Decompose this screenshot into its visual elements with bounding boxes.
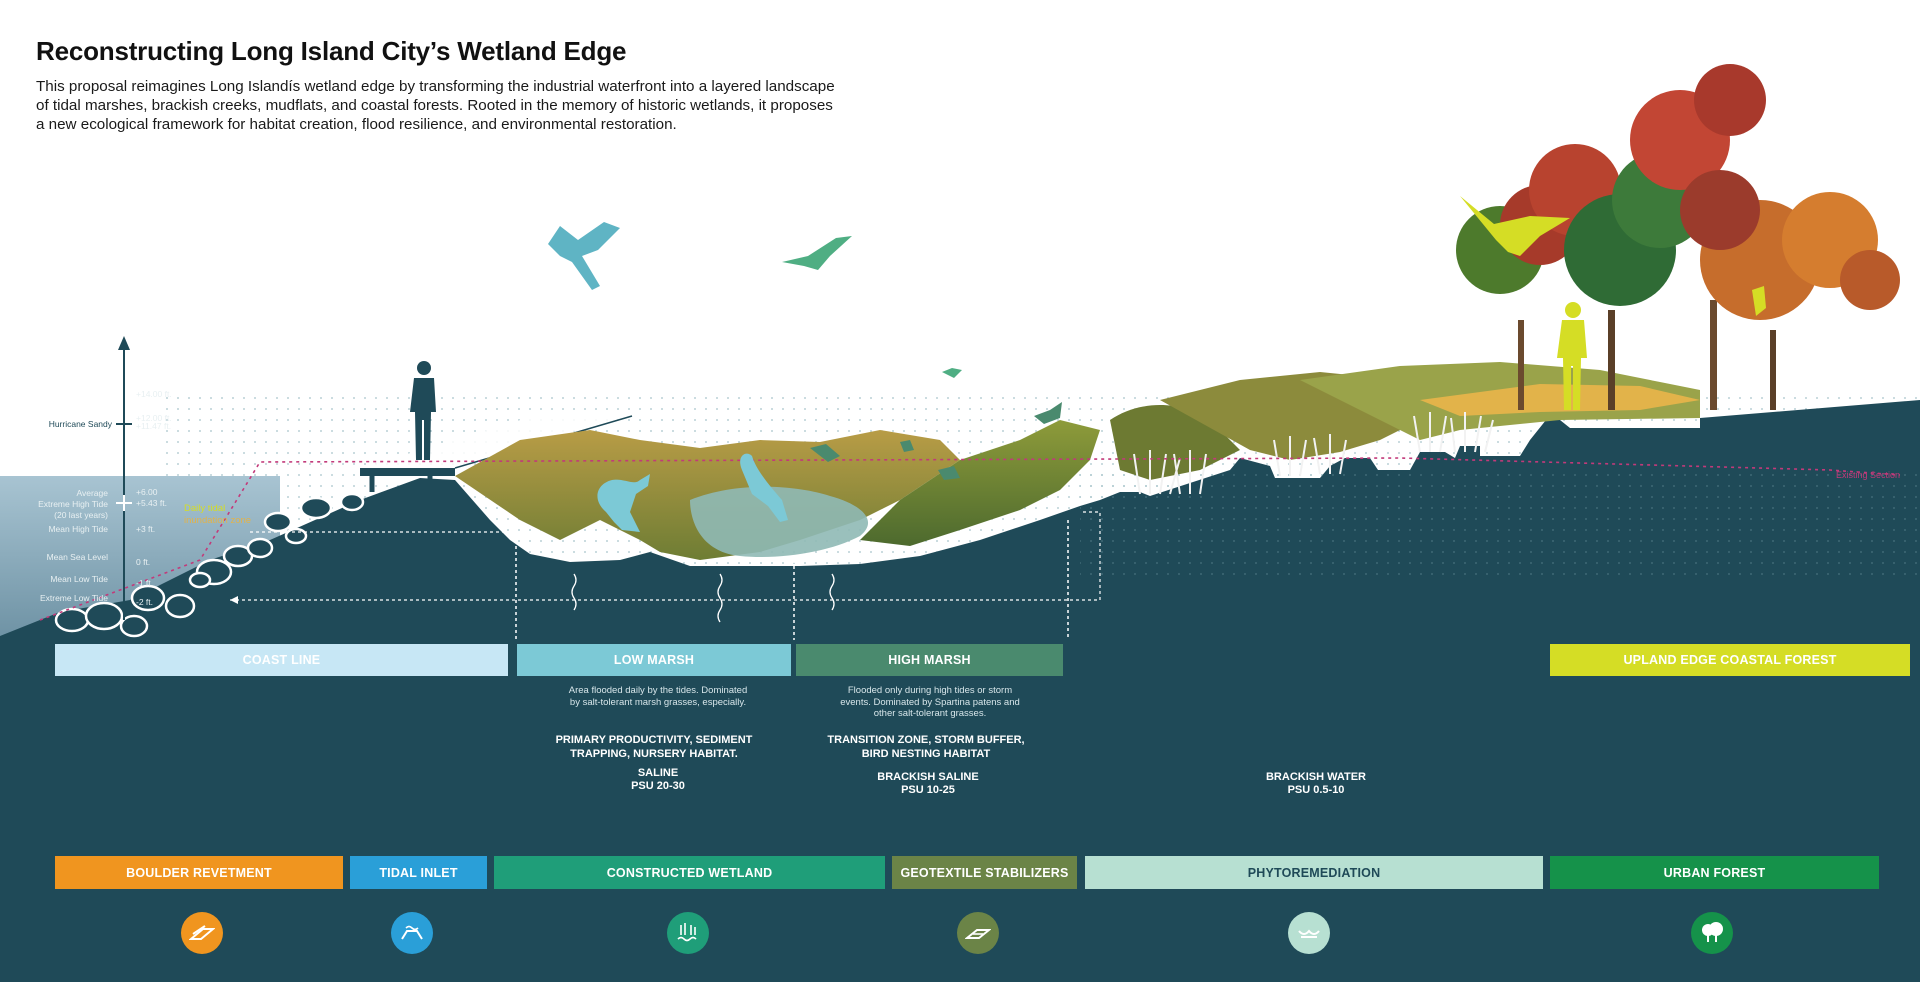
existing-section-label: Existing Section [1836, 470, 1901, 480]
level-label: Mean High Tide [48, 524, 108, 534]
heron-flying [548, 222, 620, 290]
high-marsh-role: TRANSITION ZONE, STORM BUFFER, BIRD NEST… [827, 734, 1025, 760]
page-title: Reconstructing Long Island City’s Wetlan… [36, 36, 627, 66]
low-marsh-salinity: SALINE [637, 767, 679, 779]
high-marsh-psu: PSU 10-25 [901, 784, 955, 796]
boulder-icon [181, 912, 223, 954]
low-marsh-role: PRIMARY PRODUCTIVITY, SEDIMENT TRAPPING,… [555, 734, 753, 760]
marsh-birds [810, 402, 1062, 480]
strategy-geotextile-stabilizers: GEOTEXTILE STABILIZERS [892, 856, 1077, 889]
tidal-inlet-icon [391, 912, 433, 954]
reed-clumps [1133, 412, 1494, 495]
yellow-eagle [1460, 196, 1570, 256]
low-marsh-psu: PSU 20-30 [631, 780, 685, 792]
level-value: 0 ft. [136, 557, 151, 567]
intro-paragraph: This proposal reimagines Long Islandís w… [36, 78, 835, 133]
wetland-icon [667, 912, 709, 954]
person-upland [1557, 302, 1587, 410]
level-value: +3 ft. [136, 524, 156, 534]
inundation-outline [230, 511, 1101, 601]
person-on-pier [410, 361, 436, 460]
high-marsh-vegetation [860, 420, 1100, 546]
tree-icon [1691, 912, 1733, 954]
zone-dividers [515, 520, 1069, 640]
heron-standing-left [597, 474, 650, 532]
zone-low-marsh: LOW MARSH [517, 644, 791, 676]
strategy-boulder-revetment: BOULDER REVETMENT [55, 856, 343, 889]
level-label: Extreme High Tide [38, 499, 108, 509]
geotextile-icon [957, 912, 999, 954]
zone-upland-edge: UPLAND EDGE COASTAL FOREST [1550, 644, 1910, 676]
level-value: +11.47 ft. [136, 421, 172, 431]
high-marsh-description: Flooded only during high tides or storm … [840, 685, 1020, 719]
boulder-revetment [54, 492, 365, 638]
level-label: Mean Low Tide [50, 574, 108, 584]
brackish-water-label: BRACKISH WATER [1265, 771, 1366, 783]
phytoremediation-icon [1288, 912, 1330, 954]
high-marsh-salinity: BRACKISH SALINE [877, 771, 979, 783]
brackish-water-psu: PSU 0.5-10 [1287, 784, 1345, 796]
egret-standing [740, 453, 788, 522]
level-label: (20 last years) [54, 510, 108, 520]
low-marsh-description: Area flooded daily by the tides. Dominat… [568, 685, 748, 708]
level-value: +14.00 ft. [136, 389, 172, 399]
gull-flying [782, 236, 852, 270]
yellow-small-bird [1752, 286, 1766, 316]
strategy-constructed-wetland: CONSTRUCTED WETLAND [494, 856, 885, 889]
strategy-urban-forest: URBAN FOREST [1550, 856, 1879, 889]
groundwater-squiggles [571, 573, 835, 623]
hurricane-sandy-label: Hurricane Sandy [48, 419, 112, 429]
elevation-axis [116, 336, 132, 620]
small-bird [942, 368, 962, 378]
strategy-tidal-inlet: TIDAL INLET [350, 856, 487, 889]
inundation-zone-label: inundation zone [184, 515, 252, 526]
zone-coast-line: COAST LINE [55, 644, 508, 676]
level-value: -1 ft. [136, 578, 154, 588]
level-label: Extreme Low Tide [39, 593, 108, 603]
level-value: +6.00 [136, 487, 158, 497]
creek-water [690, 486, 869, 558]
daily-tidal-label: Daily tidal [184, 503, 226, 514]
level-label: Average [76, 488, 108, 498]
level-value: +5.43 ft. [136, 498, 167, 508]
level-value: +12.00 ft. [136, 413, 172, 423]
strategy-phytoremediation: PHYTOREMEDIATION [1085, 856, 1543, 889]
level-value: -2 ft. [136, 597, 154, 607]
dot-grid-soil [1080, 470, 1920, 580]
level-label: Mean Sea Level [46, 552, 108, 562]
sand-path [1420, 384, 1700, 416]
zone-high-marsh: HIGH MARSH [796, 644, 1063, 676]
